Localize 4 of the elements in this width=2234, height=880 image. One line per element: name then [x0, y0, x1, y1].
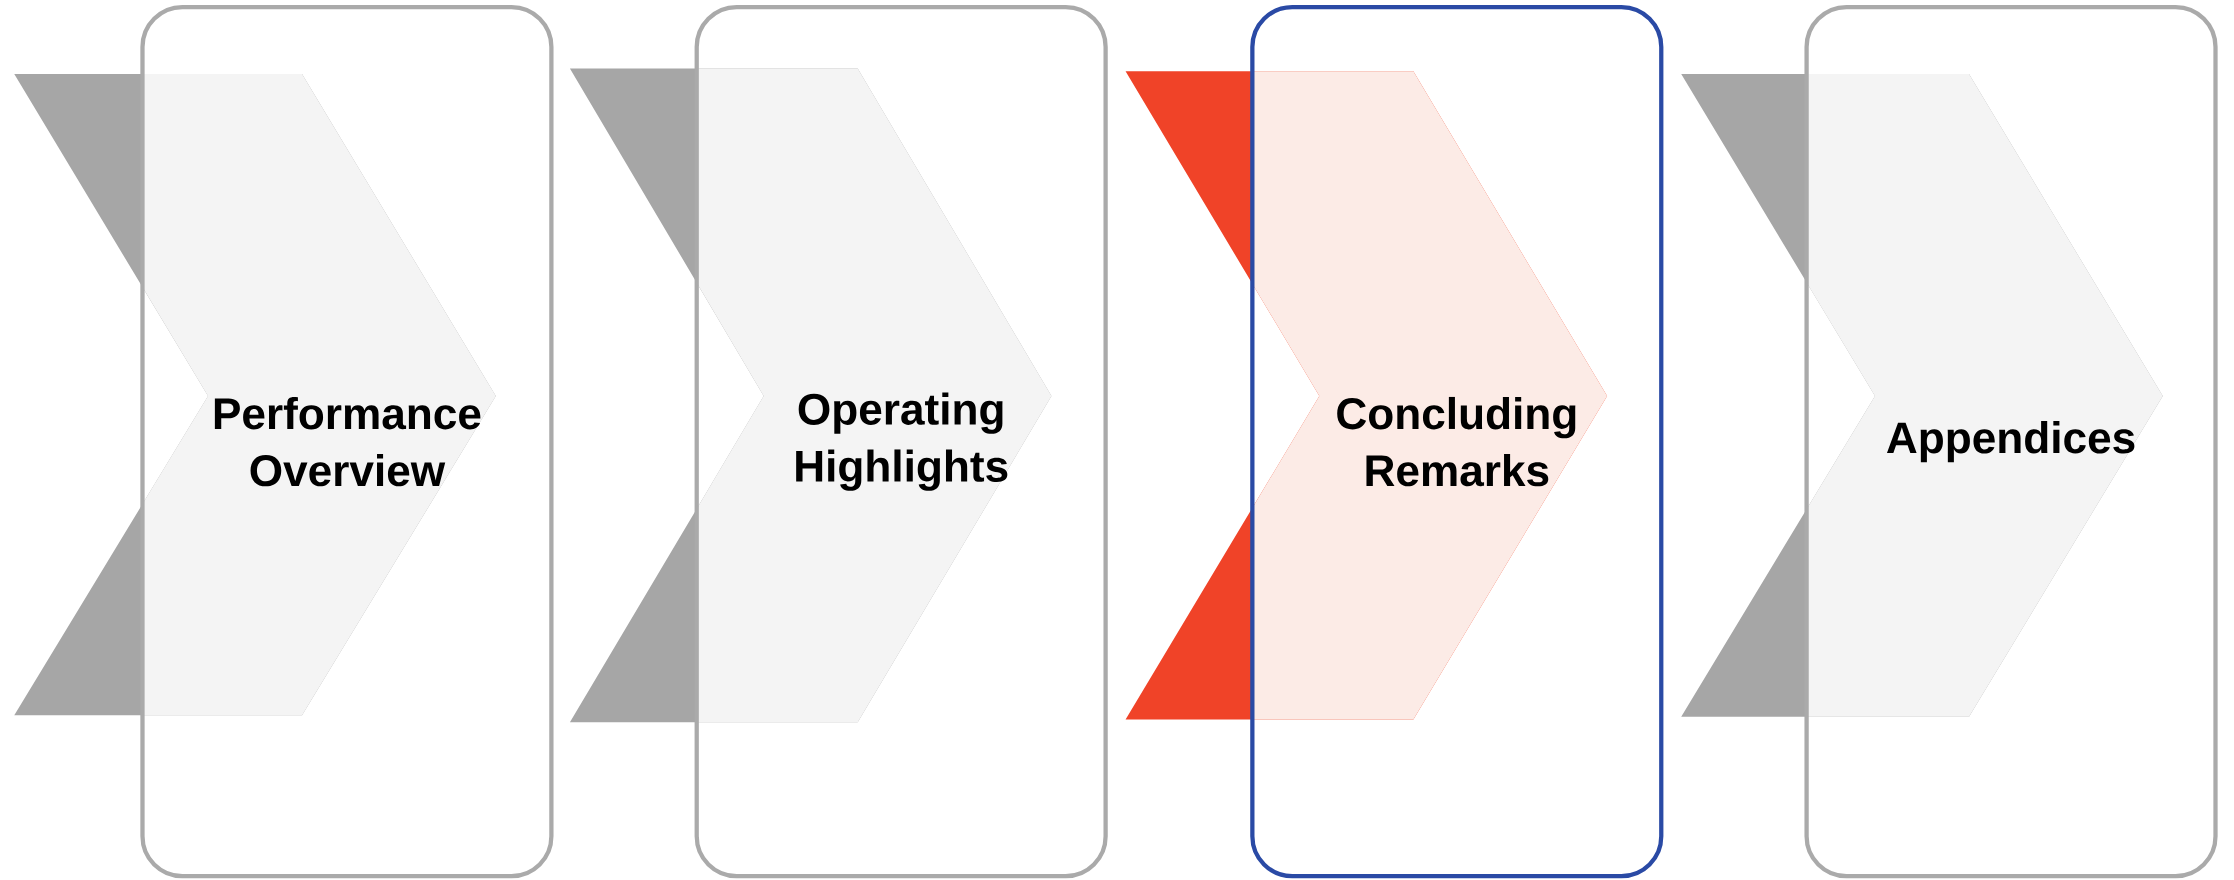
- stage-box: Performance Overview: [140, 4, 554, 879]
- stage-box: Concluding Remarks: [1250, 4, 1664, 879]
- stage-box: Appendices: [1804, 4, 2218, 879]
- stage-box: Operating Highlights: [694, 4, 1108, 879]
